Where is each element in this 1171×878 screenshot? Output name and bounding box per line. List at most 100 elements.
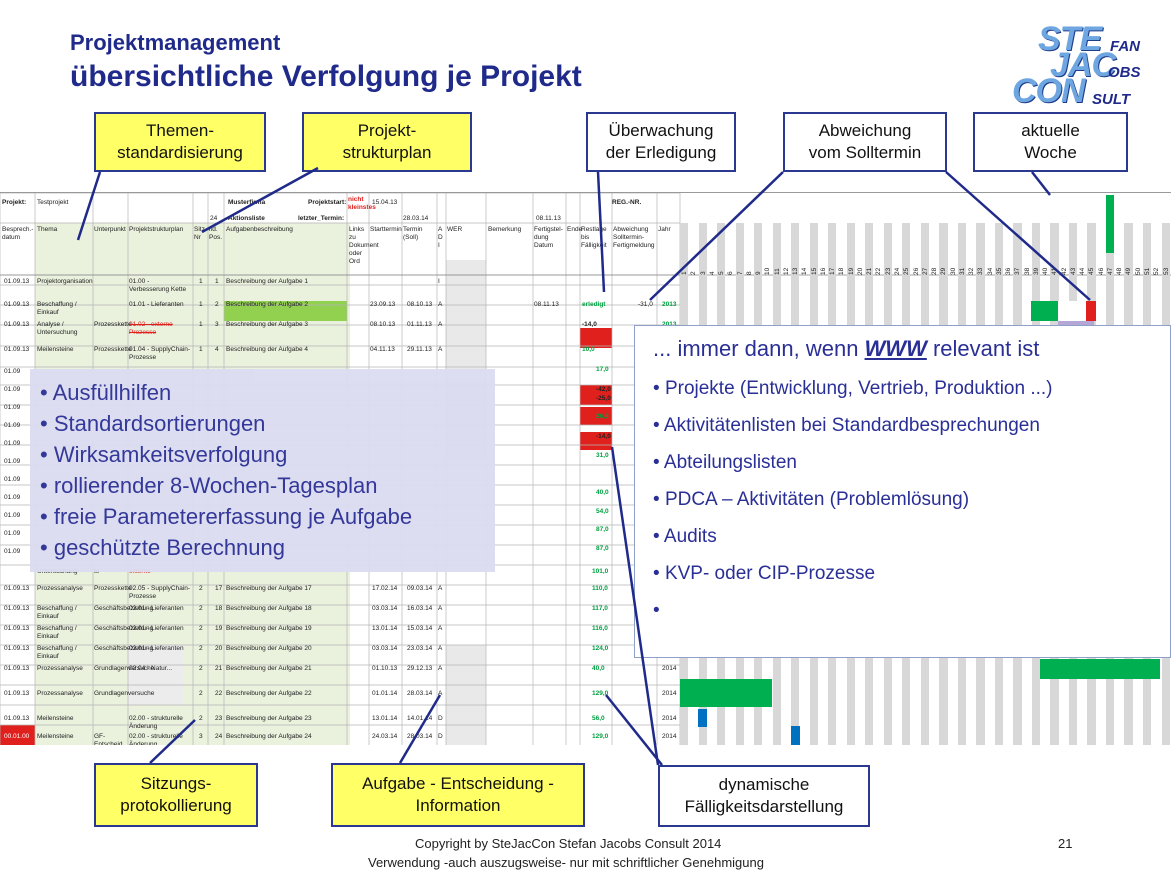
due-date: 29.11.13 [407, 346, 432, 353]
structure-plan: 01.01 - Lieferanten [129, 301, 184, 308]
feature-item: • freie Parametererfassung je Aufgabe [40, 504, 413, 529]
structure-plan: 02.05 - SupplyChain-Prozesse [129, 585, 191, 600]
subpoint: Prozesskette [94, 321, 132, 328]
start-date: 01.01.14 [372, 690, 398, 697]
meeting-date: 01.09.13 [4, 585, 30, 592]
meeting-date: 01.09 [4, 548, 21, 555]
copyright-line: Copyright by SteJacCon Stefan Jacobs Con… [415, 836, 722, 851]
position: 17 [215, 585, 223, 592]
remaining-days: -14,0 [582, 321, 597, 328]
feature-item: • geschützte Berechnung [40, 535, 285, 560]
position: 3 [215, 321, 219, 328]
position: 24 [215, 733, 223, 740]
overdue-cell [580, 385, 612, 405]
topic: Prozessanalyse [37, 665, 83, 672]
adi-flag: A [438, 625, 443, 632]
task-count: 24 [210, 215, 218, 222]
adi-flag: A [438, 346, 443, 353]
year: 2013 [662, 301, 677, 308]
start-date: 04.11.13 [370, 346, 395, 353]
column-header: Fertigstel-dung Datum [534, 226, 563, 249]
meeting-date: 01.09 [4, 530, 21, 537]
meeting-date: 01.09.13 [4, 690, 30, 697]
column-header: lfd. Pos. [209, 226, 223, 241]
week-number: 21 [866, 267, 874, 275]
position: 1 [215, 278, 219, 285]
remaining-days: 40,0 [592, 665, 605, 672]
week-number: 11 [773, 268, 781, 275]
usage-notice: Verwendung -auch auszugsweise- nur mit s… [368, 855, 764, 870]
remaining-days: 26,0 [596, 413, 609, 420]
position: 22 [215, 690, 223, 697]
feature-list-box: • Ausfüllhilfen • Standardsortierungen •… [30, 369, 495, 572]
warning-text: nicht kleinstes [348, 196, 376, 211]
task-description: Beschreibung der Aufgabe 18 [226, 605, 312, 612]
meeting-date: 01.09.13 [4, 625, 30, 632]
meeting-date: 01.09 [4, 404, 21, 411]
year: 2013 [662, 321, 676, 329]
column-header: Besprech.-datum [2, 226, 34, 241]
structure-plan: 01.00 - Verbesserung Kette [129, 278, 187, 293]
task-description: Beschreibung der Aufgabe 19 [226, 625, 312, 632]
due-date: 08.10.13 [407, 301, 433, 308]
meeting-date: 01.09 [4, 422, 21, 429]
year: 2014 [662, 690, 677, 697]
due-date: 23.03.14 [407, 645, 433, 652]
week-number: 1 [681, 271, 688, 275]
week-number: 3 [699, 271, 707, 275]
gantt-bar-overdue [1086, 301, 1096, 321]
project-start-date: 15.04.13 [372, 199, 398, 206]
week-number: 46 [1097, 267, 1105, 275]
overdue-cell [580, 432, 612, 450]
structure-plan: 02.00 - strukturelle Änderung [129, 715, 183, 730]
week-number: 20 [856, 267, 864, 275]
start-date: 08.10.13 [370, 321, 396, 328]
due-date: 14.01.14 [407, 715, 433, 722]
adi-flag: A [438, 605, 443, 612]
slide-title-main: übersichtliche Verfolgung je Projekt [70, 60, 582, 93]
week-number: 12 [782, 267, 790, 275]
meeting-date: 01.09.13 [4, 278, 30, 285]
structure-plan: 02.01 - Lieferanten [129, 645, 184, 652]
redacted-block [446, 645, 486, 745]
topic: Prozessanalyse [37, 690, 83, 697]
task-description: Beschreibung der Aufgabe 24 [226, 733, 312, 740]
week-number: 16 [819, 267, 827, 275]
remaining-days: 54,0 [596, 508, 609, 515]
adi-flag: A [438, 321, 443, 328]
week-number: 36 [1005, 267, 1013, 275]
red-date-cell [0, 725, 35, 745]
report-date: 08.11.13 [536, 215, 561, 222]
week-number: 40 [1042, 267, 1050, 275]
remaining-days: 116,0 [592, 625, 608, 632]
www-item: • [653, 600, 660, 621]
project-name: Testprojekt [37, 199, 69, 206]
week-number: 28 [931, 267, 939, 275]
meeting-no: 2 [199, 585, 203, 592]
task-description: Beschreibung der Aufgabe 3 [226, 321, 309, 328]
task-description: Beschreibung der Aufgabe 17 [226, 585, 312, 592]
structure-plan: 01.02 - externe Prozesse [129, 321, 173, 336]
feature-item: • Wirksamkeitsverfolgung [40, 442, 288, 467]
subpoint: Grundlagenversuche [94, 665, 155, 672]
week-number: 49 [1125, 267, 1133, 275]
week-number: 35 [995, 267, 1003, 275]
task-description: Beschreibung der Aufgabe 4 [226, 346, 309, 353]
meeting-date: 01.09.13 [4, 346, 30, 353]
subpoint: Grundlagenversuche [94, 690, 155, 697]
gantt-bar [1040, 659, 1160, 679]
week-number: 42 [1060, 267, 1068, 275]
slide-title-small: Projektmanagement [70, 30, 281, 55]
remaining-days: -25,0 [596, 395, 611, 402]
feature-item: • Standardsortierungen [40, 411, 266, 436]
meeting-date: 01.09 [4, 458, 21, 465]
adi-flag: A [438, 645, 443, 652]
meeting-no: 2 [199, 625, 203, 632]
start-date: 03.03.14 [372, 605, 398, 612]
www-item: • KVP- oder CIP-Prozesse [653, 563, 876, 584]
week-number: 30 [949, 267, 957, 275]
www-item: • Abteilungslisten [653, 452, 797, 473]
start-date: 23.09.13 [370, 301, 396, 308]
week-number: 25 [903, 267, 911, 275]
